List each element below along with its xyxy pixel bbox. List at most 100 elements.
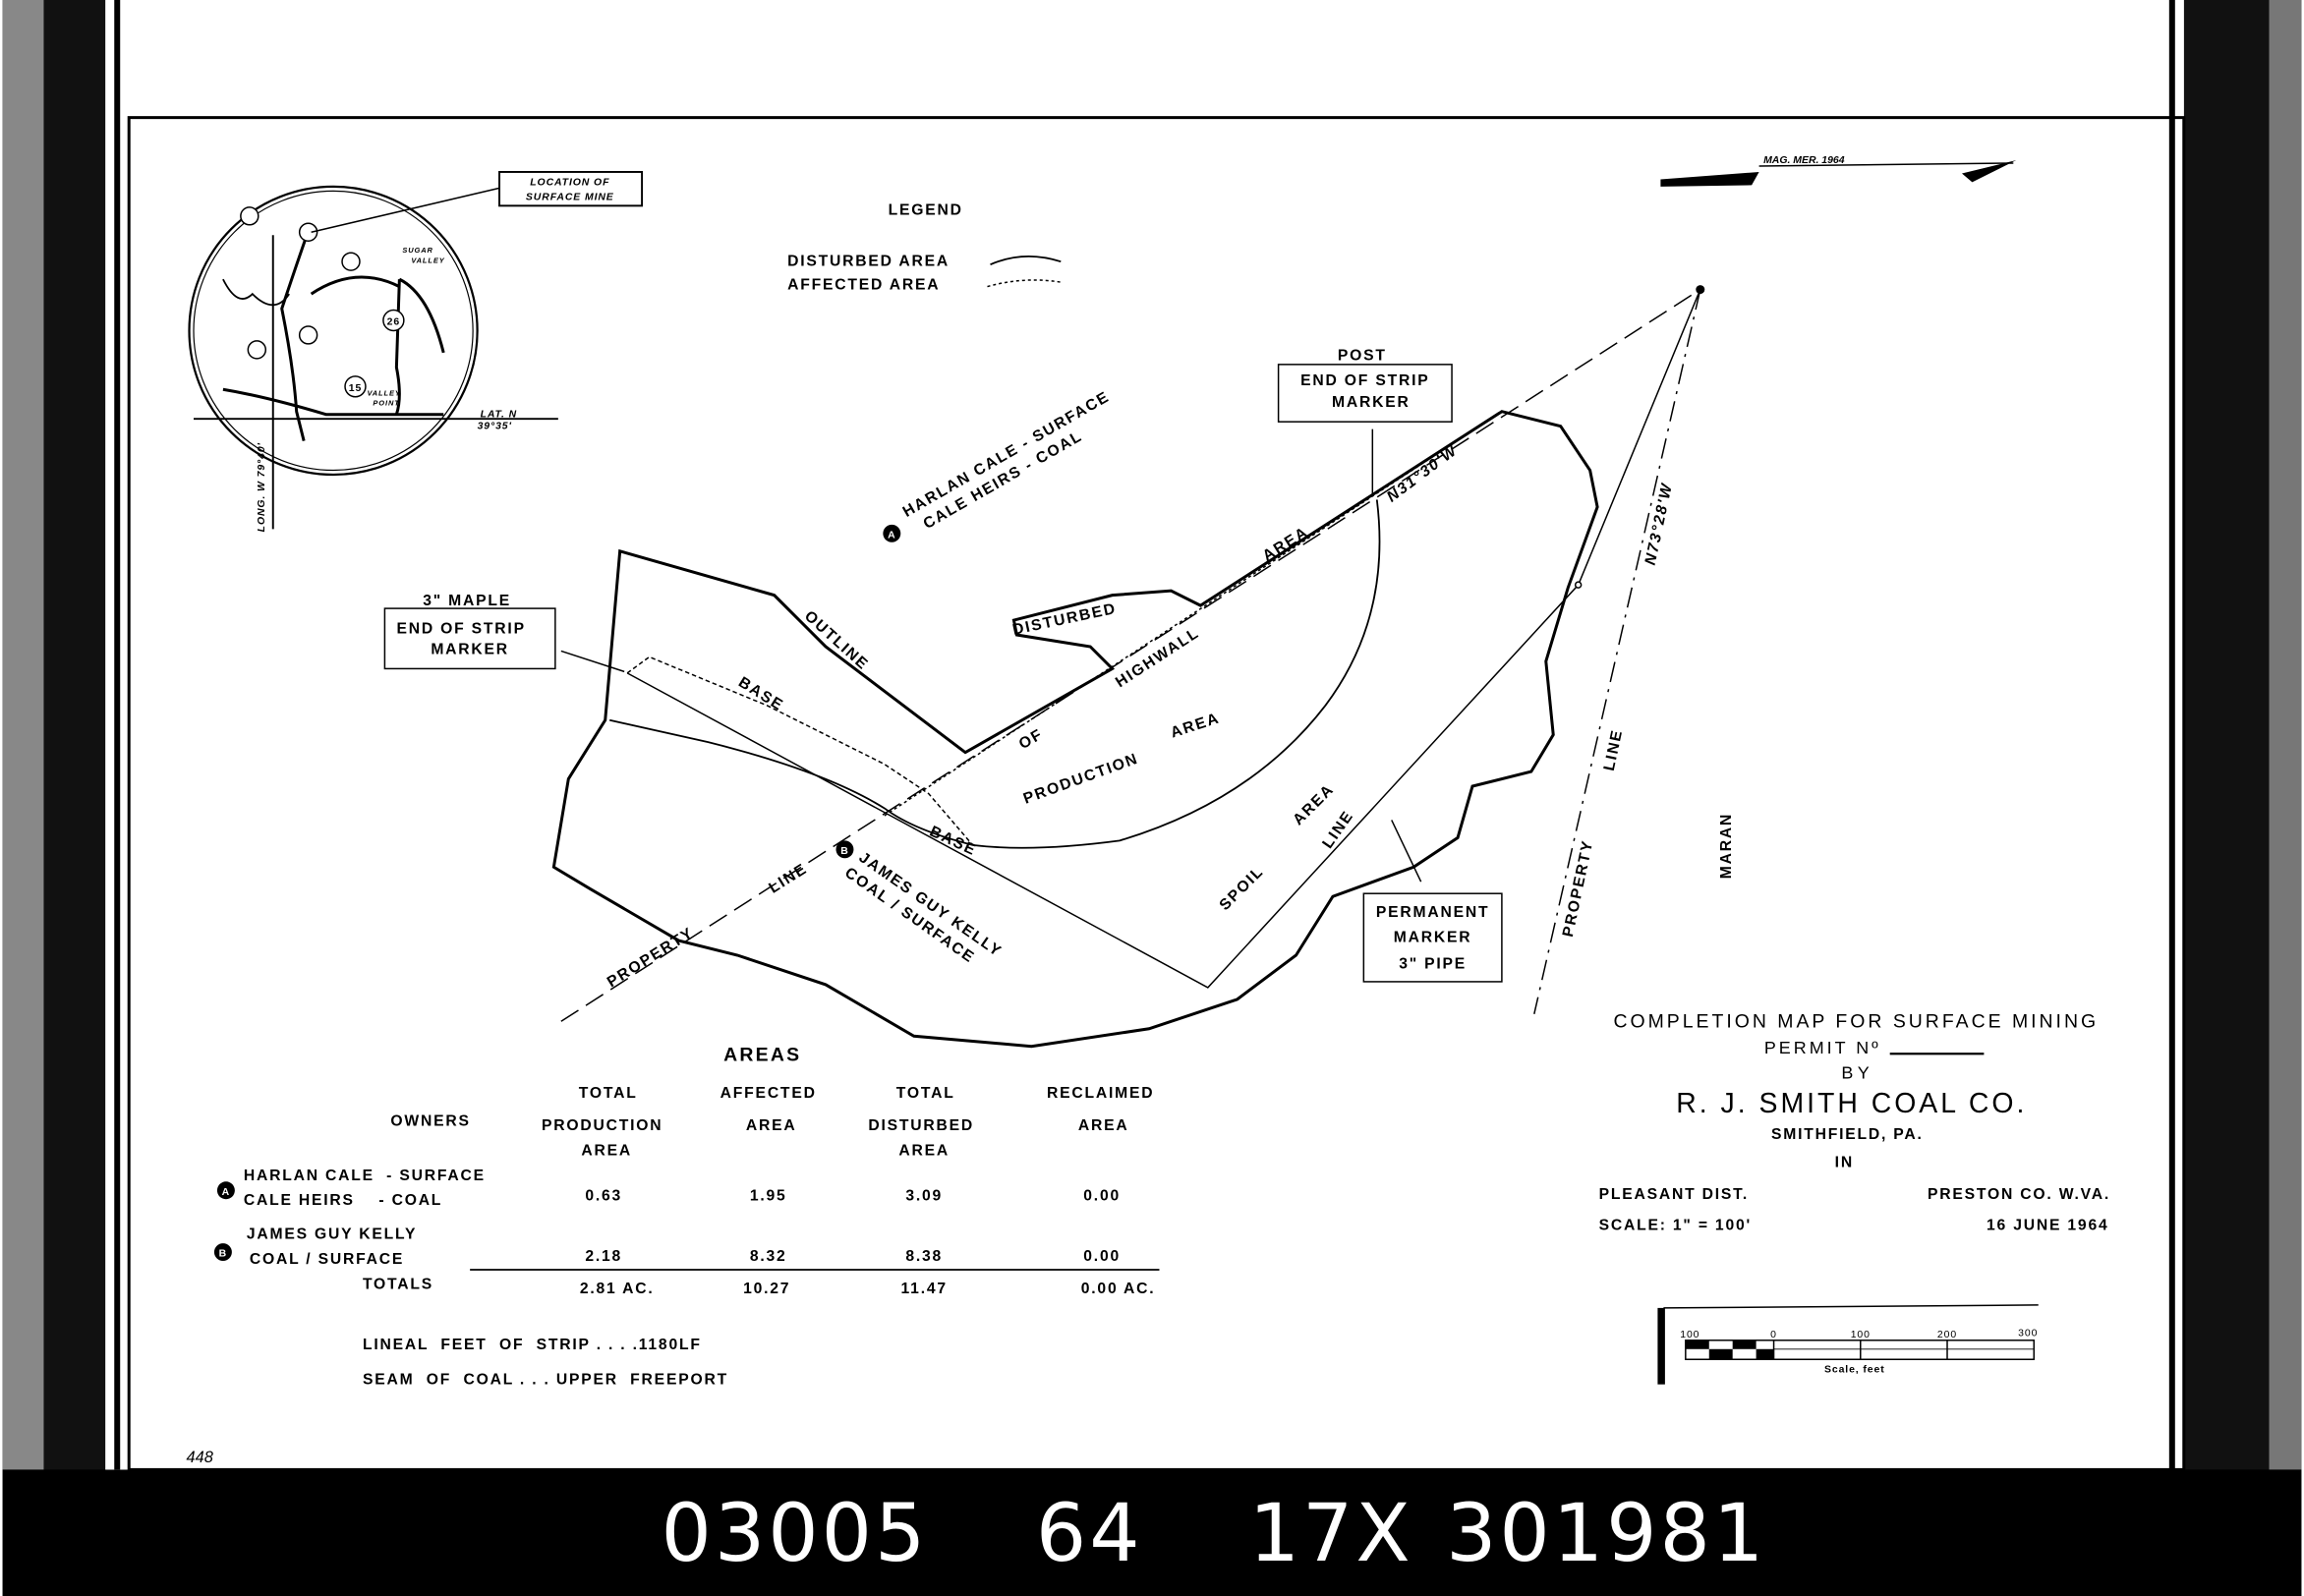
- film-code-2: 64: [1036, 1488, 1143, 1580]
- company-city: SMITHFIELD, PA.: [1771, 1126, 1924, 1143]
- property-line-2: [1533, 289, 1701, 1014]
- maple-marker-top: 3" MAPLE: [423, 593, 511, 609]
- row-owner-2: COAL / SURFACE: [250, 1251, 404, 1268]
- sugar-valley-label-2: VALLEY: [411, 256, 444, 265]
- sheet-paper: [105, 0, 2184, 1470]
- permit-label: PERMIT Nº: [1764, 1038, 1881, 1057]
- property-line-1: [560, 288, 1701, 1022]
- table-row: B JAMES GUY KELLY COAL / SURFACE 2.18 8.…: [213, 1226, 1121, 1268]
- total-affected: 10.27: [743, 1281, 790, 1297]
- note-lineal-feet: LINEAL FEET OF STRIP . . . .1180LF: [363, 1337, 702, 1353]
- disturbed-area-outline: [551, 410, 1599, 1049]
- header-reclaimed-1: RECLAIMED: [1047, 1085, 1154, 1102]
- cell-production: 0.63: [585, 1188, 622, 1205]
- affected-area-line: [626, 656, 974, 846]
- sugar-valley-label-1: SUGAR: [402, 246, 432, 255]
- cell-affected: 1.95: [750, 1188, 787, 1205]
- header-production-2: PRODUCTION: [542, 1117, 662, 1134]
- company-name: R. J. SMITH COAL CO.: [1676, 1088, 2027, 1119]
- post-marker-line1: END OF STRIP: [1300, 372, 1429, 389]
- route-15: 15: [349, 383, 362, 394]
- header-affected-1: AFFECTED: [720, 1085, 817, 1102]
- owner-b-mark: B: [840, 846, 848, 857]
- row-mark: B: [219, 1249, 227, 1260]
- film-code-1: 03005: [662, 1488, 929, 1580]
- scale-bar: 100 0 100 200 300 Scale, feet: [1657, 1304, 2039, 1385]
- film-code-3: 17X: [1249, 1488, 1413, 1580]
- areas-table: AREAS OWNERS TOTAL PRODUCTION AREA AFFEC…: [213, 1045, 1160, 1389]
- label-maran: MARAN: [1718, 813, 1735, 879]
- cell-affected: 8.32: [750, 1248, 787, 1265]
- survey-traverse: [626, 289, 1701, 989]
- film-code-4: 301981: [1446, 1488, 1766, 1580]
- header-production-3: AREA: [581, 1142, 632, 1159]
- scale-tick: 0: [1770, 1330, 1777, 1340]
- areas-title: AREAS: [723, 1045, 801, 1066]
- cell-reclaimed: 0.00: [1083, 1248, 1121, 1265]
- county: PRESTON CO. W.VA.: [1928, 1186, 2110, 1203]
- header-reclaimed-2: AREA: [1078, 1117, 1129, 1134]
- row-mark: A: [222, 1187, 230, 1198]
- total-disturbed: 11.47: [901, 1281, 948, 1297]
- production-area-outline: [609, 499, 1381, 849]
- totals-label: TOTALS: [363, 1276, 433, 1292]
- totals-row: TOTALS 2.81 AC. 10.27 11.47 0.00 AC.: [363, 1276, 1154, 1297]
- post-marker-top: POST: [1338, 347, 1387, 364]
- cell-disturbed: 3.09: [905, 1188, 943, 1205]
- route-marker: [341, 252, 361, 271]
- film-strip: [2, 1469, 2302, 1596]
- route-26: 26: [387, 316, 400, 327]
- legend: LEGEND DISTURBED AREA AFFECTED AREA: [787, 201, 1062, 294]
- scale-tick: 100: [1680, 1330, 1699, 1340]
- scan-edge-right-gray: [2269, 0, 2302, 1596]
- table-row: A HARLAN CALE - SURFACE CALE HEIRS - COA…: [216, 1168, 1121, 1209]
- route-marker: [298, 325, 318, 345]
- maple-marker-line1: END OF STRIP: [396, 621, 525, 638]
- inset-location-map: 15 26 SUGAR VALLEY VALLEY POINT LAT. N 3…: [188, 170, 644, 532]
- post-marker-line2: MARKER: [1332, 394, 1411, 411]
- site-map: [551, 285, 1705, 1049]
- district: PLEASANT DIST.: [1599, 1186, 1749, 1203]
- row-owner-1: JAMES GUY KELLY: [247, 1226, 417, 1243]
- sheet-border: [127, 116, 2186, 1471]
- cell-reclaimed: 0.00: [1083, 1188, 1121, 1205]
- legend-affected: AFFECTED AREA: [787, 277, 940, 294]
- header-owners: OWNERS: [390, 1112, 470, 1129]
- total-production: 2.81 AC.: [580, 1281, 655, 1297]
- legend-title: LEGEND: [889, 201, 963, 218]
- valley-point-label-1: VALLEY: [367, 388, 400, 397]
- sheet-number: 448: [187, 1449, 214, 1466]
- header-affected-2: AREA: [746, 1117, 797, 1134]
- header-disturbed-1: TOTAL: [896, 1085, 955, 1102]
- latitude-label-2: 39°35': [478, 422, 512, 432]
- route-marker: [247, 340, 267, 360]
- scale-tick: 200: [1937, 1330, 1957, 1340]
- header-production-1: TOTAL: [579, 1085, 638, 1102]
- map-date: 16 JUNE 1964: [1987, 1218, 2108, 1234]
- scale-caption: Scale, feet: [1824, 1365, 1885, 1376]
- north-arrow: MAG. MER. 1964: [1660, 155, 2017, 187]
- latitude-label-1: LAT. N: [481, 410, 518, 421]
- map-title: COMPLETION MAP FOR SURFACE MINING: [1613, 1010, 2099, 1032]
- header-disturbed-3: AREA: [898, 1142, 950, 1159]
- owner-a-mark: A: [888, 530, 895, 541]
- scale-text: SCALE: 1" = 100': [1599, 1218, 1752, 1234]
- permanent-marker-line1: PERMANENT: [1376, 904, 1490, 921]
- maple-marker-line2: MARKER: [431, 641, 509, 657]
- note-seam: SEAM OF COAL . . . UPPER FREEPORT: [363, 1372, 728, 1389]
- in-label: IN: [1835, 1154, 1854, 1170]
- longitude-label: LONG. W 79°40': [257, 442, 267, 532]
- scale-tick: 300: [2018, 1328, 2038, 1339]
- scale-tick: 100: [1851, 1330, 1871, 1340]
- cell-disturbed: 8.38: [905, 1248, 943, 1265]
- location-callout-1: LOCATION OF: [530, 177, 609, 188]
- route-marker: [240, 206, 259, 226]
- permanent-marker-line3: 3" PIPE: [1399, 955, 1467, 972]
- by-label: BY: [1841, 1063, 1873, 1083]
- scan-edge-left-gray: [2, 0, 44, 1596]
- row-owner-1: HARLAN CALE - SURFACE: [244, 1168, 486, 1184]
- header-disturbed-2: DISTURBED: [868, 1117, 974, 1134]
- cell-production: 2.18: [585, 1248, 622, 1265]
- location-callout-2: SURFACE MINE: [526, 192, 614, 202]
